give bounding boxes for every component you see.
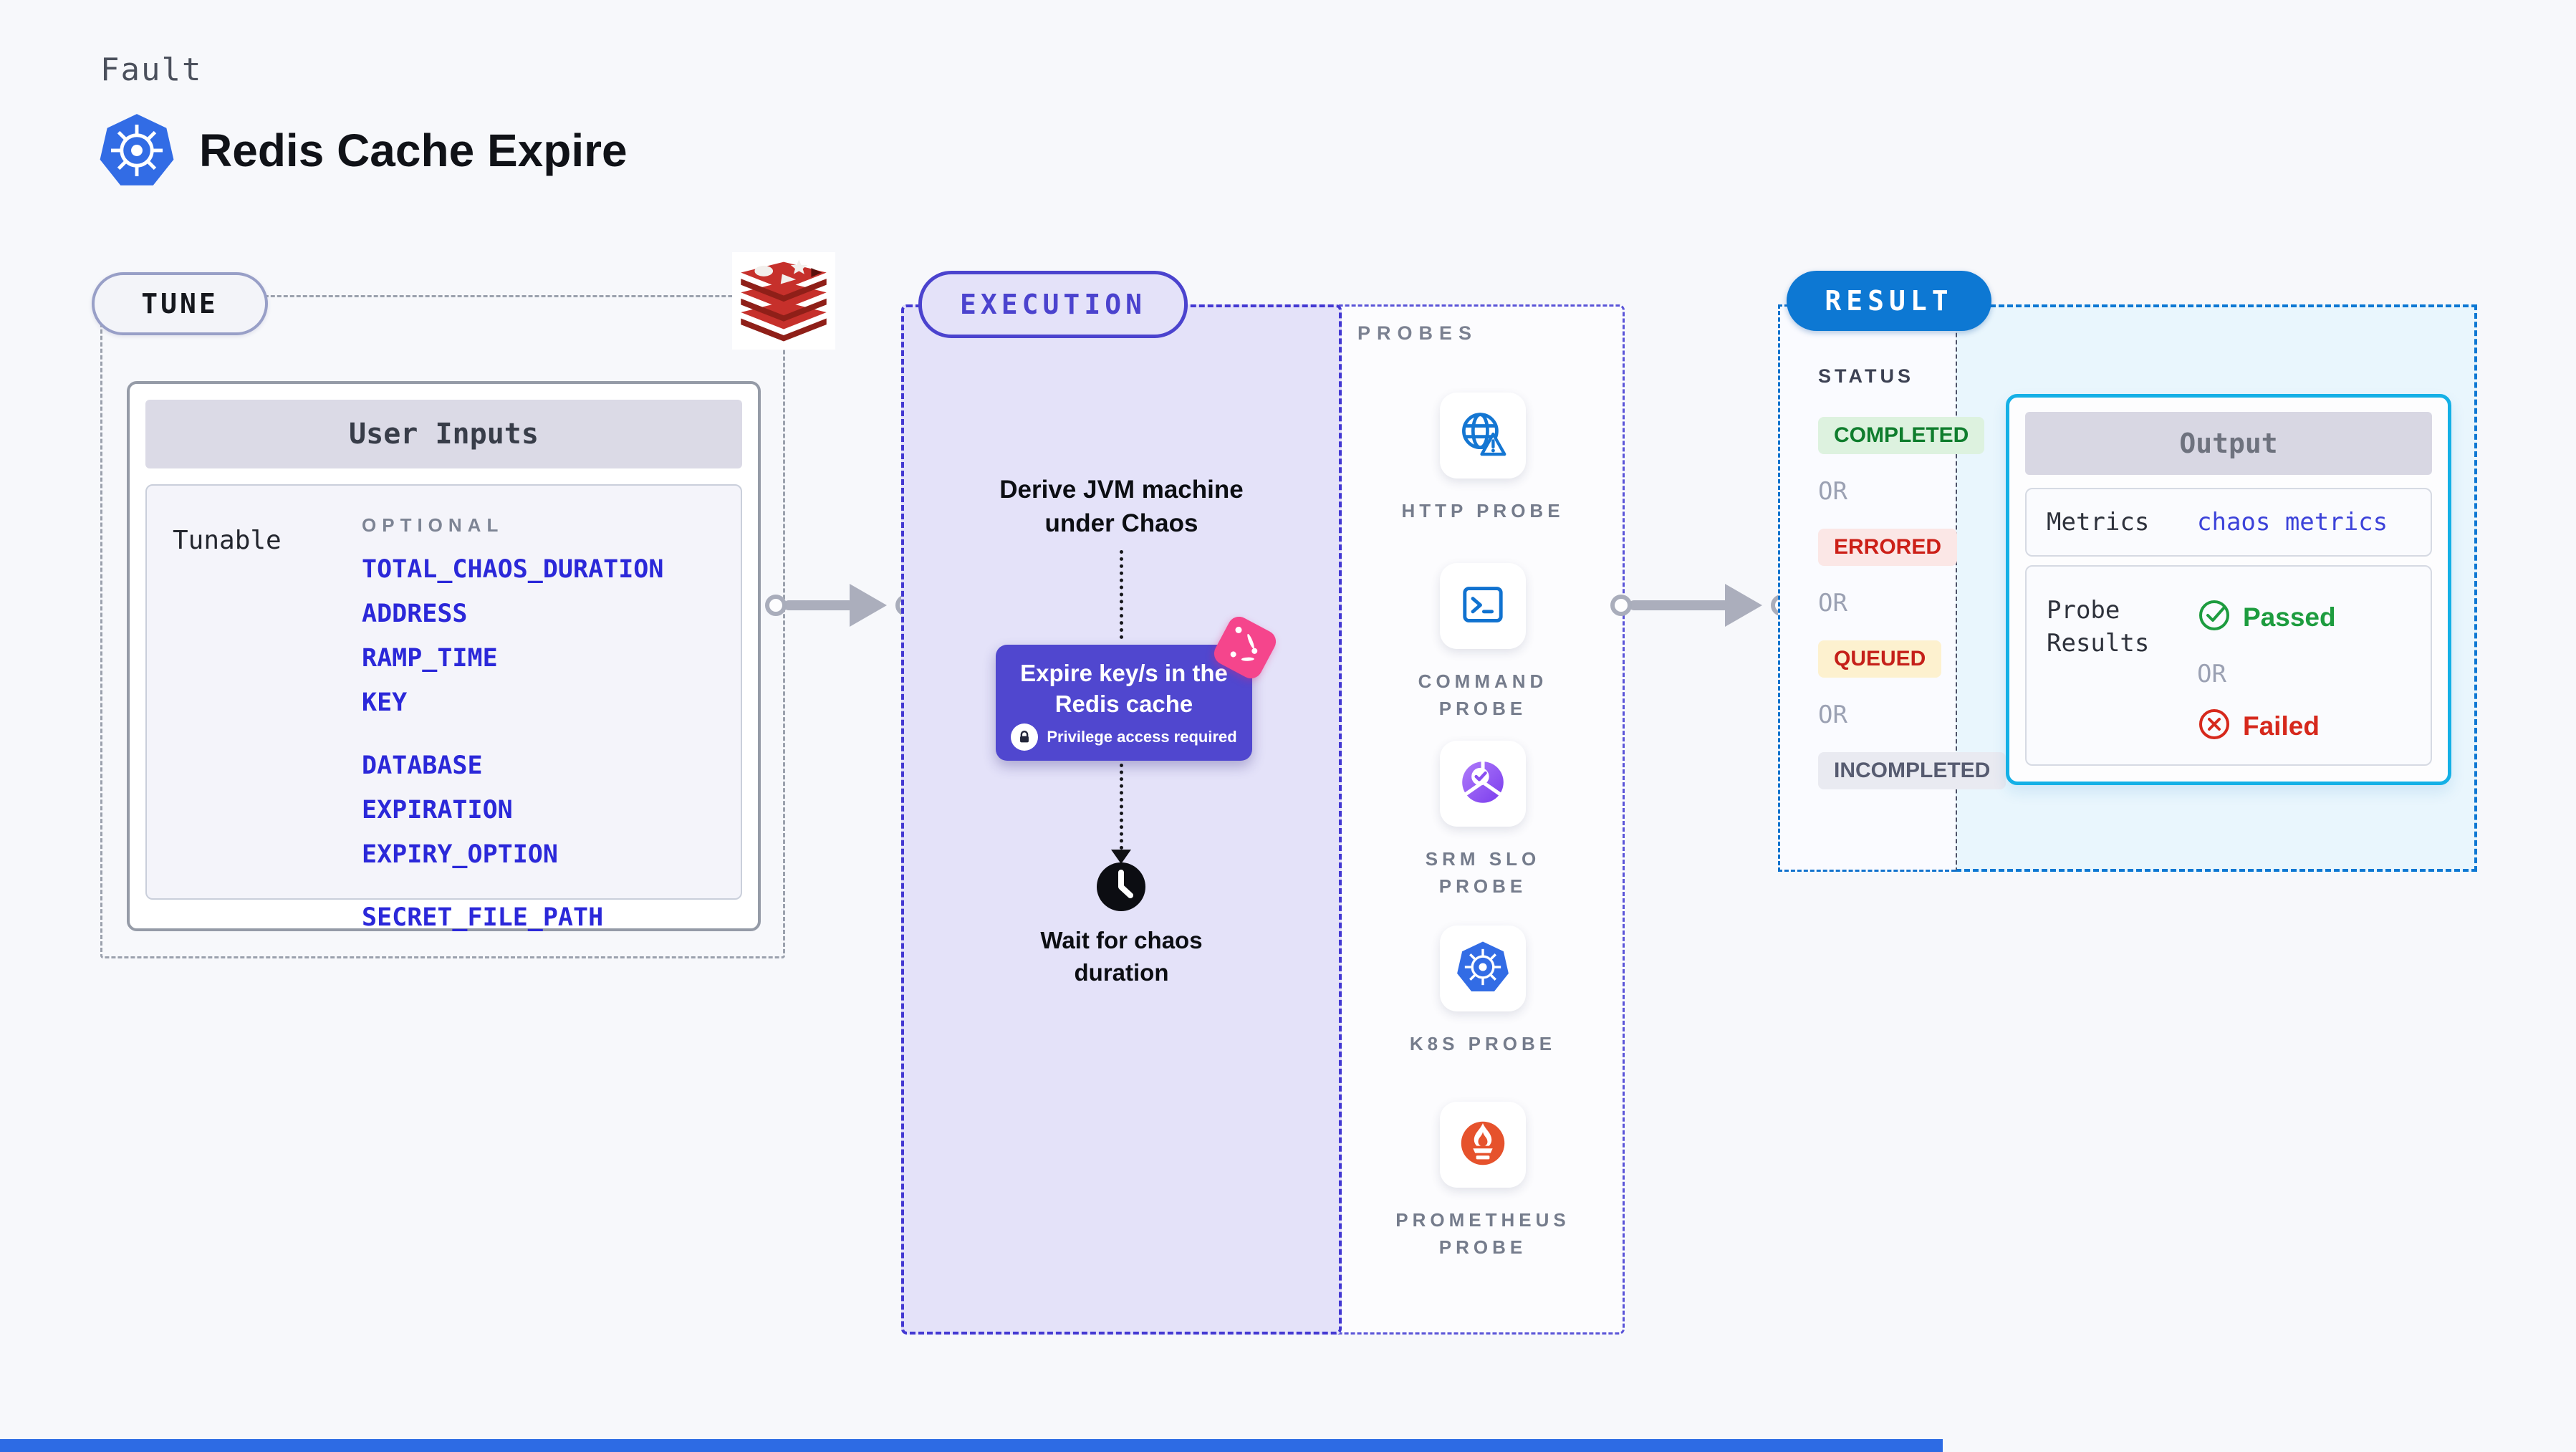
- passed-result: Passed: [2197, 598, 2336, 636]
- page-title: Redis Cache Expire: [199, 125, 628, 176]
- status-badge-incompleted: INCOMPLETED: [1818, 752, 2007, 789]
- wait-step-text: Wait for chaos duration: [1040, 927, 1203, 986]
- param-link[interactable]: EXPIRATION: [362, 796, 513, 824]
- user-inputs-header: User Inputs: [145, 400, 742, 468]
- or-separator: OR: [1818, 701, 1847, 729]
- status-badge-completed: COMPLETED: [1818, 417, 1985, 454]
- metrics-value: chaos metrics: [2197, 508, 2388, 537]
- user-inputs-body: Tunable OPTIONAL TOTAL_CHAOS_DURATION AD…: [145, 484, 742, 932]
- probe-results-label: Probe Results: [2047, 596, 2150, 658]
- tunable-label: Tunable: [173, 526, 282, 555]
- tune-section-box: [100, 295, 785, 958]
- x-circle-icon: [2197, 707, 2231, 745]
- page-kicker: Fault: [100, 52, 203, 88]
- probe-srm-slo: SRM SLO PROBE: [1342, 741, 1624, 900]
- probe-k8s: K8S PROBE: [1342, 925, 1624, 1057]
- kubernetes-icon: [99, 112, 175, 189]
- failed-label: Failed: [2243, 711, 2320, 741]
- check-circle-icon: [2197, 598, 2231, 636]
- probe-card[interactable]: [1440, 925, 1526, 1011]
- derive-step-text: Derive JVM machine under Chaos: [999, 476, 1244, 537]
- probe-label: K8S PROBE: [1409, 1033, 1557, 1054]
- privilege-badge: Privilege access required: [996, 723, 1252, 751]
- probe-card[interactable]: [1440, 393, 1526, 479]
- arrow-execution-to-result: [1610, 584, 1792, 627]
- fault-action-card[interactable]: Expire key/s in the Redis cache Privileg…: [996, 645, 1252, 761]
- terminal-icon: [1458, 580, 1508, 633]
- result-pill: RESULT: [1787, 271, 1991, 331]
- param-link[interactable]: KEY: [362, 688, 408, 717]
- redis-icon: [732, 252, 835, 350]
- probe-http: HTTP PROBE: [1342, 393, 1624, 524]
- param-link[interactable]: TOTAL_CHAOS_DURATION: [362, 555, 664, 584]
- probe-label: COMMAND PROBE: [1418, 670, 1548, 719]
- probe-card[interactable]: [1440, 563, 1526, 649]
- probe-label: PROMETHEUS PROBE: [1395, 1209, 1570, 1258]
- or-separator: OR: [1818, 477, 1847, 506]
- param-link[interactable]: ADDRESS: [362, 600, 468, 628]
- arrow-tune-to-execution: [765, 584, 917, 627]
- param-link[interactable]: RAMP_TIME: [362, 644, 498, 673]
- probe-card[interactable]: [1440, 741, 1526, 827]
- flow-dotted-line: [1120, 550, 1123, 639]
- status-badge-errored: ERRORED: [1818, 529, 1958, 566]
- tune-pill: TUNE: [92, 272, 268, 335]
- or-separator: OR: [1818, 589, 1847, 617]
- param-link[interactable]: DATABASE: [362, 751, 483, 780]
- probe-label: SRM SLO PROBE: [1425, 848, 1541, 897]
- status-header: STATUS: [1818, 365, 1914, 387]
- privilege-badge-label: Privilege access required: [1047, 728, 1237, 746]
- output-card: Output Metrics chaos metrics Probe Resul…: [2006, 394, 2451, 785]
- flow-arrowhead: [1111, 850, 1131, 864]
- metrics-row: Metrics chaos metrics: [2025, 488, 2432, 557]
- status-list: COMPLETED OR ERRORED OR QUEUED OR INCOMP…: [1818, 417, 2007, 789]
- output-header: Output: [2025, 412, 2432, 475]
- probe-results-row: Probe Results Passed OR F: [2025, 565, 2432, 766]
- optional-group-label: OPTIONAL: [362, 514, 504, 536]
- connector-node: [1610, 595, 1632, 616]
- lock-icon: [1011, 723, 1039, 751]
- status-badge-queued: QUEUED: [1818, 640, 1942, 678]
- probe-label: HTTP PROBE: [1401, 500, 1565, 521]
- footer-strip: [0, 1439, 1943, 1452]
- execution-pill: EXECUTION: [918, 271, 1188, 338]
- kubernetes-icon: [1456, 941, 1509, 997]
- flow-dotted-line: [1120, 764, 1123, 850]
- param-link[interactable]: SECRET_FILE_PATH: [362, 903, 604, 932]
- probes-header: PROBES: [1357, 322, 1479, 344]
- globe-warning-icon: [1457, 408, 1509, 463]
- probe-prometheus: PROMETHEUS PROBE: [1342, 1102, 1624, 1261]
- param-link[interactable]: EXPIRY_OPTION: [362, 840, 558, 869]
- probe-card[interactable]: [1440, 1102, 1526, 1188]
- or-separator: OR: [2197, 660, 2226, 688]
- metrics-label: Metrics: [2047, 508, 2150, 537]
- connector-node: [765, 595, 787, 616]
- prometheus-flame-icon: [1457, 1117, 1509, 1173]
- passed-label: Passed: [2243, 602, 2336, 632]
- slo-pie-check-icon: [1457, 756, 1509, 812]
- param-list: TOTAL_CHAOS_DURATION ADDRESS RAMP_TIME K…: [362, 554, 663, 933]
- fault-action-title: Expire key/s in the Redis cache: [1020, 660, 1228, 717]
- clock-icon: [1095, 861, 1147, 913]
- probe-command: COMMAND PROBE: [1342, 563, 1624, 722]
- failed-result: Failed: [2197, 707, 2320, 745]
- user-inputs-card: User Inputs Tunable OPTIONAL TOTAL_CHAOS…: [127, 381, 761, 932]
